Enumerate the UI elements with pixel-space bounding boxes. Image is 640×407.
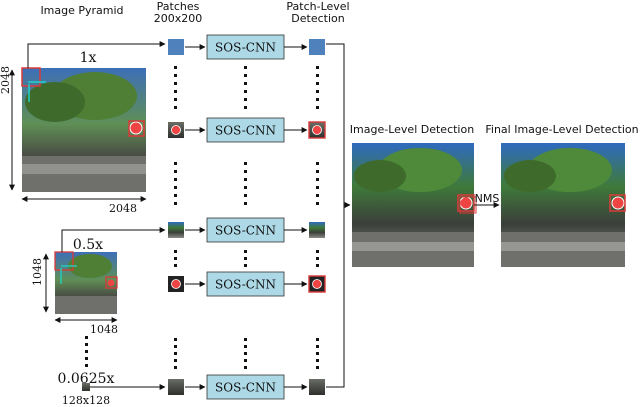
scale-label-0-0625x: 0.0625x xyxy=(58,371,115,387)
dimension-label-1048-vertical: 1048 xyxy=(31,258,44,286)
input-patch xyxy=(168,276,184,292)
connector-0-5x-to-patch xyxy=(61,227,166,252)
patch-detection-output xyxy=(309,39,325,55)
header-image-pyramid: Image Pyramid xyxy=(40,4,123,17)
sos-cnn-block xyxy=(206,374,285,400)
dimension-label-128: 128x128 xyxy=(62,394,110,407)
pyramid-image-1x xyxy=(21,67,146,192)
patch-detection-output xyxy=(308,121,326,139)
detection-box xyxy=(609,194,626,212)
input-patch xyxy=(168,379,184,395)
detection-box xyxy=(128,120,145,137)
input-patch xyxy=(168,39,184,55)
header-patch-level-line1: Patch-Level xyxy=(286,0,349,13)
header-patches-line2: 200x200 xyxy=(154,12,203,25)
sos-cnn-label: SOS-CNN xyxy=(215,278,276,292)
pyramid-ellipsis xyxy=(85,336,88,367)
detection-box xyxy=(457,194,475,212)
merge-bracket xyxy=(326,43,345,388)
sos-cnn-label: SOS-CNN xyxy=(215,381,276,395)
final-detection-image xyxy=(501,143,626,267)
dimension-label-2048-vertical: 2048 xyxy=(0,66,12,94)
dimension-label-2048-horizontal: 2048 xyxy=(109,202,137,215)
header-image-level-detection: Image-Level Detection xyxy=(350,123,474,136)
header-final-image-level-detection: Final Image-Level Detection xyxy=(485,123,638,136)
sos-cnn-block xyxy=(206,117,285,143)
column-ellipsis-dots xyxy=(174,66,319,369)
patch-detection-output xyxy=(309,379,325,395)
scale-label-0-5x: 0.5x xyxy=(73,237,103,253)
scale-label-1x: 1x xyxy=(80,50,97,66)
input-patch xyxy=(168,122,184,138)
dimension-label-1048-horizontal: 1048 xyxy=(90,323,118,336)
header-patches-line1: Patches xyxy=(157,0,200,13)
sos-cnn-block xyxy=(206,271,285,297)
header-patch-level-line2: Detection xyxy=(291,12,344,25)
pyramid-image-0-0625x xyxy=(82,383,90,391)
sos-cnn-label: SOS-CNN xyxy=(215,224,276,238)
detection-box xyxy=(105,276,118,289)
nms-label: NMS xyxy=(475,192,500,205)
sos-cnn-block xyxy=(206,217,285,243)
pyramid-image-0-5x xyxy=(54,251,118,314)
image-level-detection-image xyxy=(352,143,477,267)
sos-cnn-block xyxy=(206,34,285,60)
connector-1x-to-patch xyxy=(27,41,166,68)
input-patch xyxy=(168,222,184,238)
sliding-window-marker xyxy=(21,67,41,87)
patch-detection-output xyxy=(309,222,325,238)
sos-cnn-label: SOS-CNN xyxy=(215,124,276,138)
sliding-window-marker xyxy=(54,251,74,271)
sos-cnn-label: SOS-CNN xyxy=(215,41,276,55)
patch-detection-output xyxy=(308,275,326,293)
